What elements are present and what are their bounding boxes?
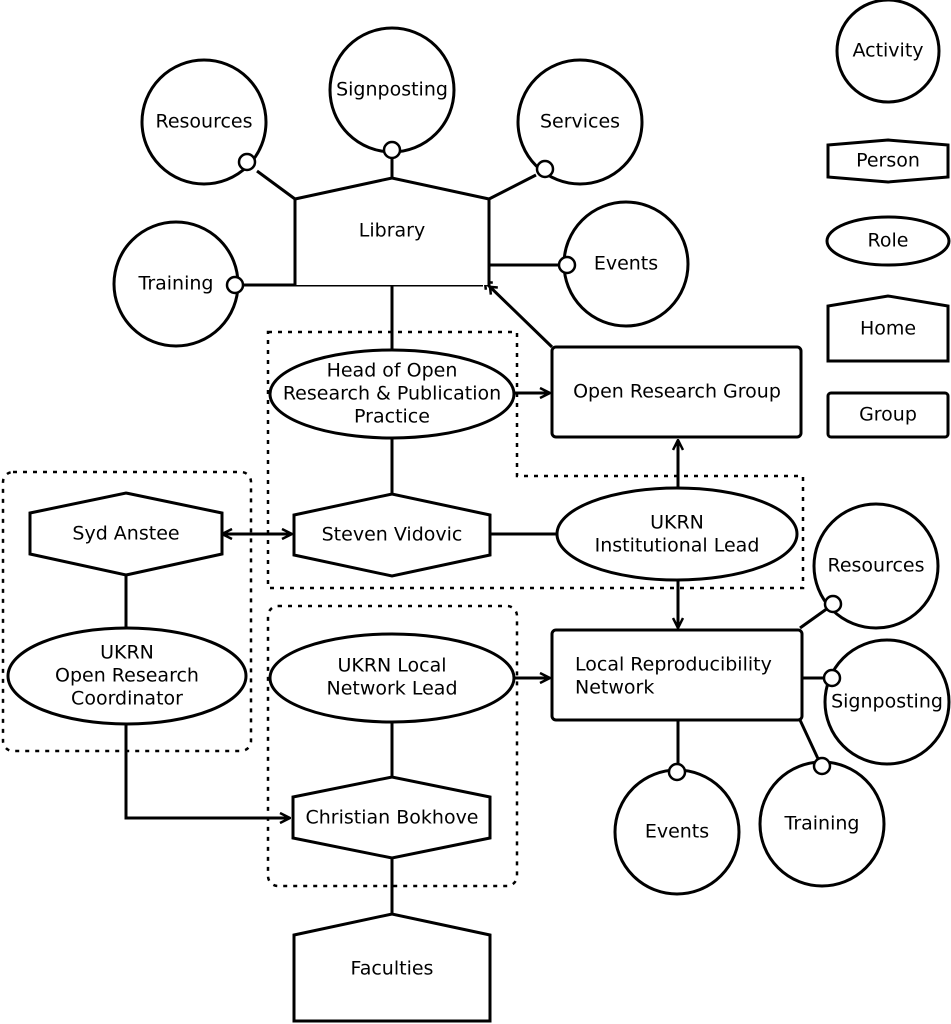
svg-text:Role: Role [868, 230, 909, 252]
library-events-activity: Events [562, 200, 690, 328]
library-training-activity: Training [112, 220, 240, 348]
svg-text:Local Reproducibility: Local Reproducibility [575, 654, 772, 676]
svg-text:Person: Person [856, 150, 920, 172]
connectors [126, 152, 829, 914]
svg-text:Resources: Resources [827, 555, 924, 577]
ukrn-open-research-coordinator-role: UKRN Open Research Coordinator [6, 626, 248, 726]
legend-group: Group [826, 391, 950, 439]
svg-text:Services: Services [540, 111, 620, 133]
svg-text:Activity: Activity [852, 40, 923, 62]
svg-text:Resources: Resources [155, 111, 252, 133]
steven-vidovic-person: Steven Vidovic [292, 492, 492, 578]
svg-text:Signposting: Signposting [831, 691, 943, 713]
head-of-open-research-role: Head of Open Research & Publication Prac… [268, 348, 516, 440]
svg-text:Events: Events [594, 253, 658, 275]
library-resources-activity: Resources [140, 58, 268, 186]
svg-text:UKRN: UKRN [650, 512, 704, 534]
ukrn-local-network-lead-role: UKRN Local Network Lead [268, 632, 516, 724]
svg-text:Events: Events [645, 821, 709, 843]
connection-knobs [225, 140, 843, 782]
library-home: Library [293, 176, 491, 285]
syd-anstee-person: Syd Anstee [28, 491, 224, 577]
svg-text:Faculties: Faculties [351, 958, 434, 980]
svg-text:Institutional Lead: Institutional Lead [595, 535, 760, 557]
legend: Activity Person Role Home Group [825, 0, 951, 439]
faculties-home: Faculties [292, 912, 492, 1023]
svg-text:Training: Training [138, 273, 214, 295]
svg-text:Network: Network [575, 677, 654, 699]
svg-text:Home: Home [860, 318, 916, 340]
lrn-signposting-activity: Signposting [823, 638, 951, 766]
svg-text:Steven Vidovic: Steven Vidovic [322, 524, 463, 546]
lrn-resources-activity: Resources [812, 502, 940, 630]
legend-role: Role [825, 215, 951, 267]
legend-person: Person [826, 138, 950, 184]
svg-text:Christian Bokhove: Christian Bokhove [305, 807, 478, 829]
svg-text:Research & Publication: Research & Publication [283, 383, 501, 405]
local-reproducibility-network-group: Local Reproducibility Network [550, 628, 804, 722]
lrn-events-activity: Events [613, 768, 741, 896]
legend-home: Home [826, 294, 950, 363]
library-signposting-activity: Signposting [328, 26, 456, 154]
library-services-activity: Services [516, 58, 644, 186]
svg-text:Head of Open: Head of Open [327, 360, 458, 382]
svg-text:Open Research Group: Open Research Group [573, 381, 781, 403]
svg-text:Syd Anstee: Syd Anstee [72, 523, 179, 545]
christian-bokhove-person: Christian Bokhove [291, 775, 492, 860]
svg-text:Open Research: Open Research [55, 665, 199, 687]
svg-text:Network Lead: Network Lead [326, 678, 457, 700]
svg-text:Practice: Practice [354, 406, 430, 428]
svg-text:Training: Training [784, 813, 860, 835]
legend-activity: Activity [835, 0, 941, 104]
svg-text:Group: Group [859, 404, 917, 426]
svg-text:Signposting: Signposting [336, 79, 448, 101]
lrn-training-activity: Training [758, 760, 886, 888]
ukrn-institutional-lead-role: UKRN Institutional Lead [555, 486, 799, 582]
svg-text:Coordinator: Coordinator [71, 688, 183, 710]
svg-text:UKRN: UKRN [100, 642, 154, 664]
svg-text:UKRN Local: UKRN Local [337, 655, 446, 677]
svg-text:Library: Library [359, 220, 425, 242]
open-research-group: Open Research Group [550, 345, 803, 439]
